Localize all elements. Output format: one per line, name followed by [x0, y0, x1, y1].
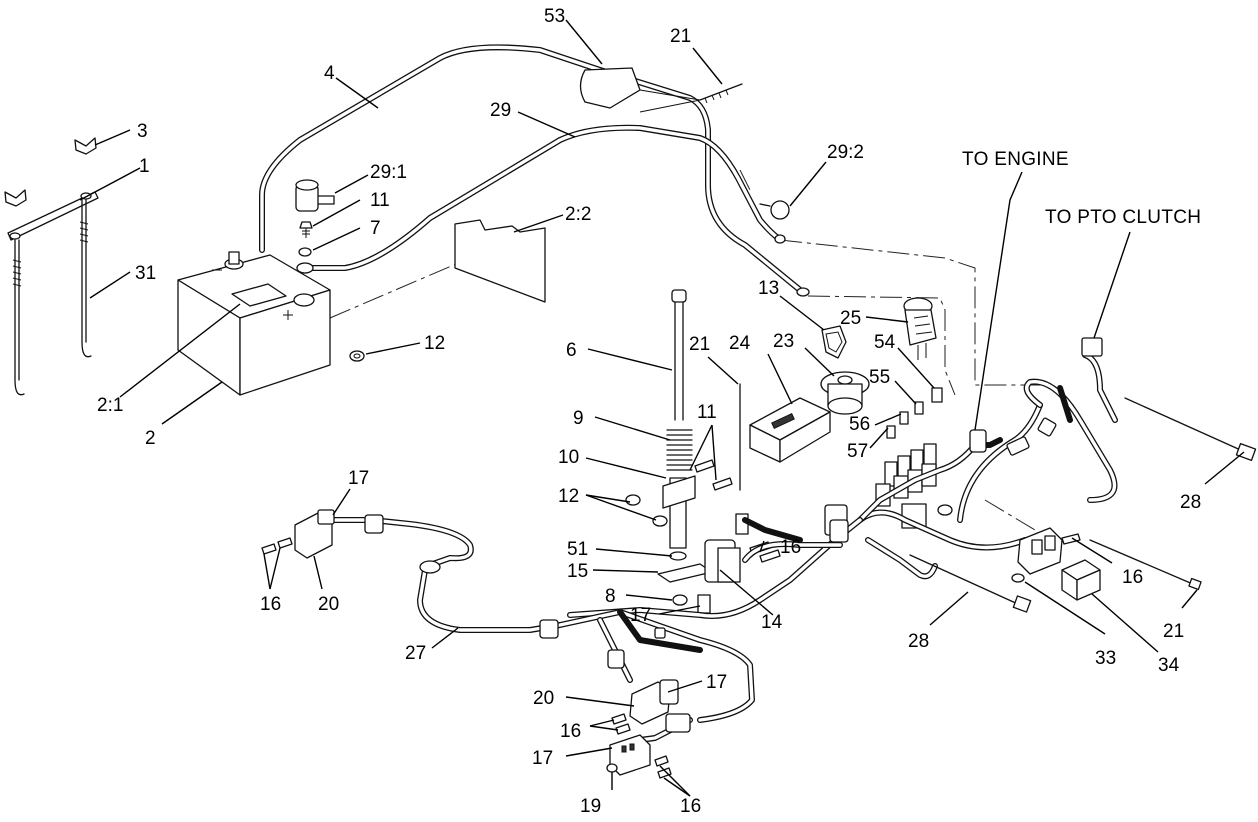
interlock-switch-19 — [606, 734, 672, 779]
callout-20-left: 20 — [318, 594, 339, 615]
callout-23: 23 — [773, 331, 794, 352]
lower-harness — [327, 517, 755, 743]
callout-20-lower: 20 — [533, 688, 554, 709]
note-to-pto-clutch: TO PTO CLUTCH — [1045, 207, 1201, 228]
callout-21-right: 21 — [1163, 621, 1184, 642]
callout-15: 15 — [567, 561, 588, 582]
leader-lines — [79, 19, 1245, 797]
interlock-switch-left — [261, 509, 384, 559]
callout-2: 2 — [145, 428, 156, 449]
insulator-sheet — [454, 219, 546, 303]
battery-cables — [259, 44, 810, 297]
ignition-key — [821, 325, 847, 359]
callout-16-lower: 16 — [560, 721, 581, 742]
relay — [1061, 559, 1101, 601]
callout-54: 54 — [874, 332, 896, 353]
ignition-switch — [820, 371, 870, 415]
callout-21-top: 21 — [670, 26, 691, 47]
fuse-block — [875, 387, 943, 529]
callout-34: 34 — [1158, 655, 1180, 676]
callout-17-bottom: 17 — [532, 748, 553, 769]
callout-8: 8 — [605, 586, 616, 607]
callout-33: 33 — [1095, 648, 1116, 669]
callout-13: 13 — [758, 278, 779, 299]
callout-53: 53 — [544, 6, 565, 27]
terminal-hardware — [295, 179, 365, 362]
callout-19: 19 — [580, 796, 601, 817]
callout-21-mid: 21 — [689, 334, 710, 355]
callout-16-right: 16 — [1122, 567, 1143, 588]
callout-56: 56 — [849, 414, 870, 435]
callout-10: 10 — [558, 447, 579, 468]
callout-57: 57 — [847, 441, 868, 462]
callout-11-top: 11 — [370, 190, 390, 211]
callout-55: 55 — [869, 367, 890, 388]
callout-25: 25 — [840, 308, 861, 329]
callout-29-2: 29:2 — [827, 142, 864, 163]
battery-decal — [231, 283, 287, 307]
callout-29-1: 29:1 — [370, 162, 407, 183]
callout-11-mid: 11 — [697, 402, 717, 423]
cable-tie-upper — [699, 83, 743, 104]
seat-switch-bolt-assembly — [625, 289, 733, 606]
callout-1: 1 — [139, 156, 150, 177]
battery-holddown — [4, 137, 99, 396]
hour-meter — [749, 397, 831, 463]
main-harness — [567, 337, 1118, 619]
callout-31: 31 — [135, 263, 156, 284]
callout-2-2: 2:2 — [565, 204, 591, 225]
interlock-switch-lower — [611, 679, 679, 735]
relay-bracket — [1011, 527, 1081, 583]
callout-numbers: 3 1 31 2:1 2 4 53 21 29 29:1 11 7 2:2 29… — [97, 6, 1201, 817]
battery — [177, 251, 331, 396]
callout-51: 51 — [567, 539, 588, 560]
callout-17-left: 17 — [348, 468, 369, 489]
terminal-boot-2 — [759, 200, 790, 220]
callout-7: 7 — [370, 218, 381, 239]
callout-16-mid: 16 — [780, 537, 801, 558]
note-to-engine: TO ENGINE — [962, 149, 1069, 170]
callout-28-lower: 28 — [908, 631, 929, 652]
callout-29: 29 — [490, 100, 511, 121]
callout-28-right: 28 — [1180, 492, 1201, 513]
cable-boot — [579, 67, 701, 113]
callout-12-mid: 12 — [558, 486, 579, 507]
callout-4: 4 — [324, 63, 335, 84]
callout-16-left: 16 — [260, 594, 281, 615]
callout-27: 27 — [405, 643, 426, 664]
callout-24: 24 — [729, 333, 751, 354]
cable-tie-28-lower — [909, 554, 1032, 613]
cable-tie-28-right — [1124, 397, 1257, 462]
callout-9: 9 — [573, 408, 584, 429]
callout-17-lower: 17 — [706, 672, 727, 693]
callout-14: 14 — [761, 612, 783, 633]
battery-terminal-pos — [293, 293, 315, 307]
callout-16-bottom: 16 — [680, 796, 701, 817]
callout-17-mid: 17 — [630, 605, 651, 626]
callout-12-battery: 12 — [424, 333, 445, 354]
pto-switch — [903, 297, 937, 360]
cable-tie-21-right — [1089, 539, 1202, 591]
callout-2-1: 2:1 — [97, 395, 123, 416]
callout-3: 3 — [137, 121, 148, 142]
callout-6: 6 — [566, 340, 577, 361]
